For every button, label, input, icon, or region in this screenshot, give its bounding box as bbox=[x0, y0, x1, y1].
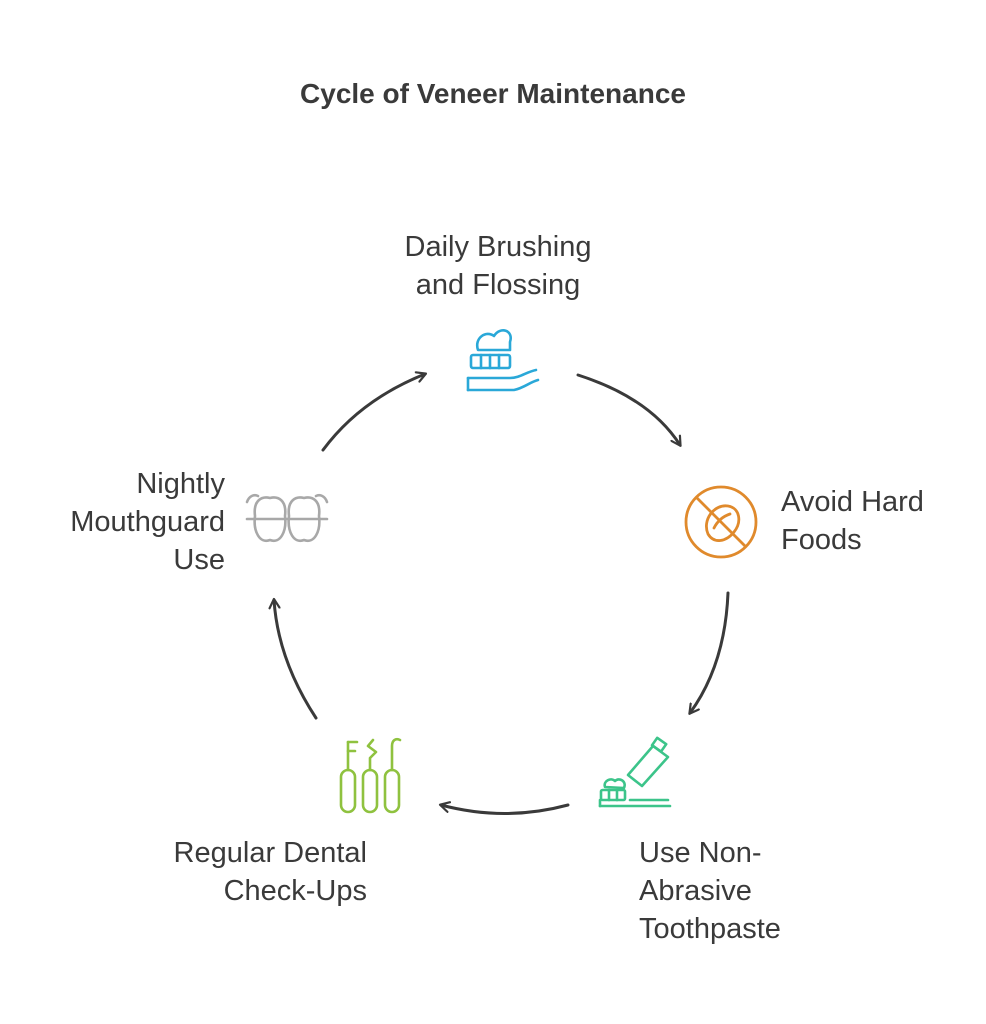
step-label-line: Regular Dental bbox=[173, 837, 367, 869]
step-label-line: Use bbox=[173, 544, 225, 576]
step-label-nightly-mouthguard: Nightly Mouthguard Use bbox=[20, 465, 225, 579]
step-label-line: Mouthguard bbox=[70, 506, 225, 538]
toothbrush-icon bbox=[466, 329, 540, 392]
no-hard-food-icon bbox=[684, 485, 758, 559]
step-label-avoid-hard-foods: Avoid Hard Foods bbox=[781, 483, 971, 559]
toothpaste-icon bbox=[598, 736, 672, 808]
step-label-line: Check-Ups bbox=[223, 875, 367, 907]
diagram-title: Cycle of Veneer Maintenance bbox=[300, 78, 686, 109]
step-label-line: Toothpaste bbox=[639, 913, 781, 945]
step-label-line: Abrasive bbox=[639, 875, 752, 907]
step-label-line: Nightly bbox=[136, 468, 225, 500]
arrow-mouthguard-to-brushing bbox=[321, 374, 425, 452]
mouthguard-icon bbox=[245, 493, 329, 543]
arrow-checkups-to-mouthguard bbox=[274, 600, 318, 720]
arrow-toothpaste-to-checkups bbox=[441, 805, 570, 815]
step-label-line: Use Non- bbox=[639, 837, 762, 869]
arrow-hard-foods-to-toothpaste bbox=[690, 591, 730, 713]
step-label-line: Avoid Hard bbox=[781, 486, 924, 518]
arrow-brushing-to-hard-foods bbox=[576, 373, 680, 445]
step-label-dental-check-ups: Regular Dental Check-Ups bbox=[120, 834, 367, 910]
dental-tools-icon bbox=[339, 737, 402, 814]
step-label-line: Daily Brushing bbox=[404, 231, 592, 263]
step-label-daily-brushing: Daily Brushing and Flossing bbox=[370, 228, 626, 304]
step-label-non-abrasive-toothpaste: Use Non- Abrasive Toothpaste bbox=[639, 834, 839, 948]
step-label-line: and Flossing bbox=[415, 269, 581, 301]
step-label-line: Foods bbox=[781, 524, 862, 556]
